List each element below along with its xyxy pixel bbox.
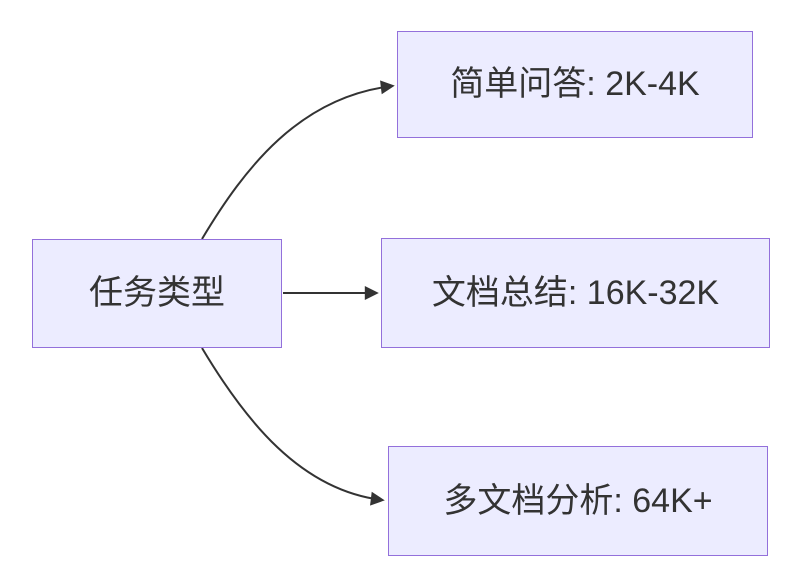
node-simple-qa-label: 简单问答: 2K-4K (450, 65, 700, 104)
edge-root-to-multidoc-analysis (201, 347, 385, 506)
node-doc-summary-label: 文档总结: 16K-32K (431, 273, 720, 312)
node-simple-qa: 简单问答: 2K-4K (397, 31, 753, 138)
node-task-type-label: 任务类型 (89, 274, 225, 313)
node-task-type: 任务类型 (32, 239, 282, 348)
node-multidoc-analysis: 多文档分析: 64K+ (388, 446, 768, 556)
node-multidoc-analysis-label: 多文档分析: 64K+ (443, 481, 713, 520)
node-doc-summary: 文档总结: 16K-32K (381, 238, 770, 348)
edge-root-to-simple-qa (201, 80, 395, 240)
